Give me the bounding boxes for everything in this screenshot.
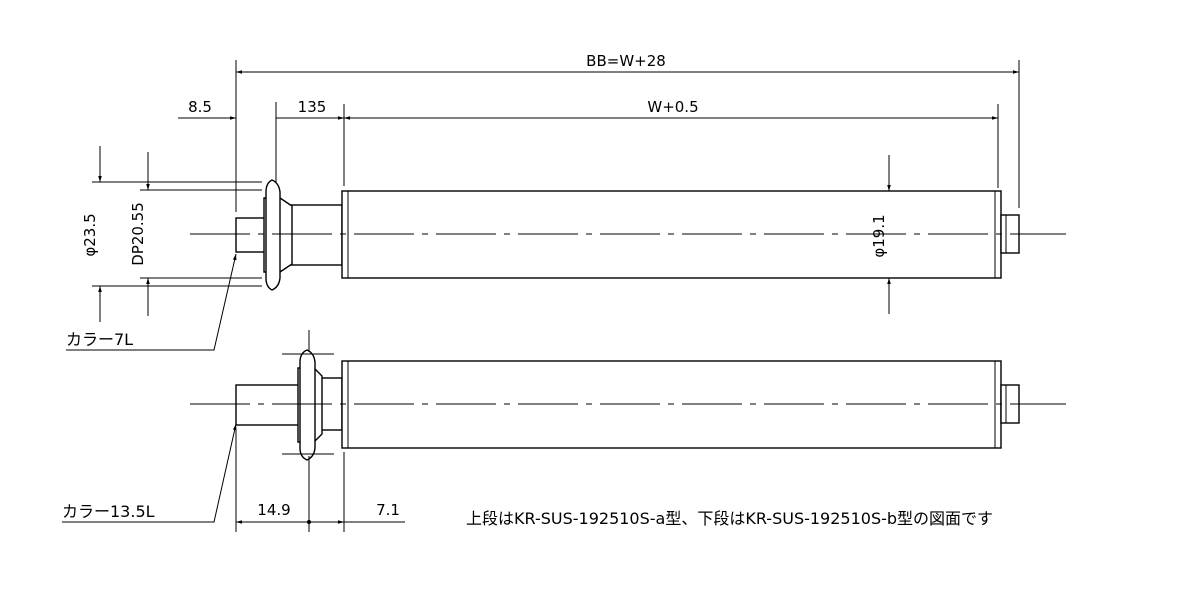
dim-lower-flange-gap: 7.1 bbox=[376, 501, 400, 519]
dim-flange-offset: 135 bbox=[298, 98, 327, 116]
label-collar-lower: カラー13.5L bbox=[62, 502, 155, 521]
dim-tube-diameter: φ19.1 bbox=[870, 214, 888, 257]
label-collar-upper: カラー7L bbox=[66, 330, 133, 349]
dim-shaft-projection: 8.5 bbox=[188, 98, 212, 116]
lower-flange bbox=[299, 349, 316, 461]
dim-overall-length: BB=W+28 bbox=[586, 52, 666, 70]
upper-flange bbox=[265, 179, 281, 291]
lower-left-shaft bbox=[235, 384, 307, 426]
dim-flange-diameter: φ23.5 bbox=[81, 213, 99, 256]
leader-collar-lower bbox=[62, 423, 237, 523]
dim-lower-collar-gap: 14.9 bbox=[257, 501, 290, 519]
leader-collar-upper bbox=[66, 253, 237, 351]
dim-roller-length: W+0.5 bbox=[647, 98, 698, 116]
lower-roller bbox=[190, 349, 1066, 461]
drawing-caption: 上段はKR-SUS-192510S-a型、下段はKR-SUS-192510S-b… bbox=[466, 509, 993, 528]
upper-roller bbox=[190, 179, 1066, 291]
dim-pitch-diameter: DP20.55 bbox=[129, 202, 147, 266]
extension-lines bbox=[92, 60, 1020, 532]
